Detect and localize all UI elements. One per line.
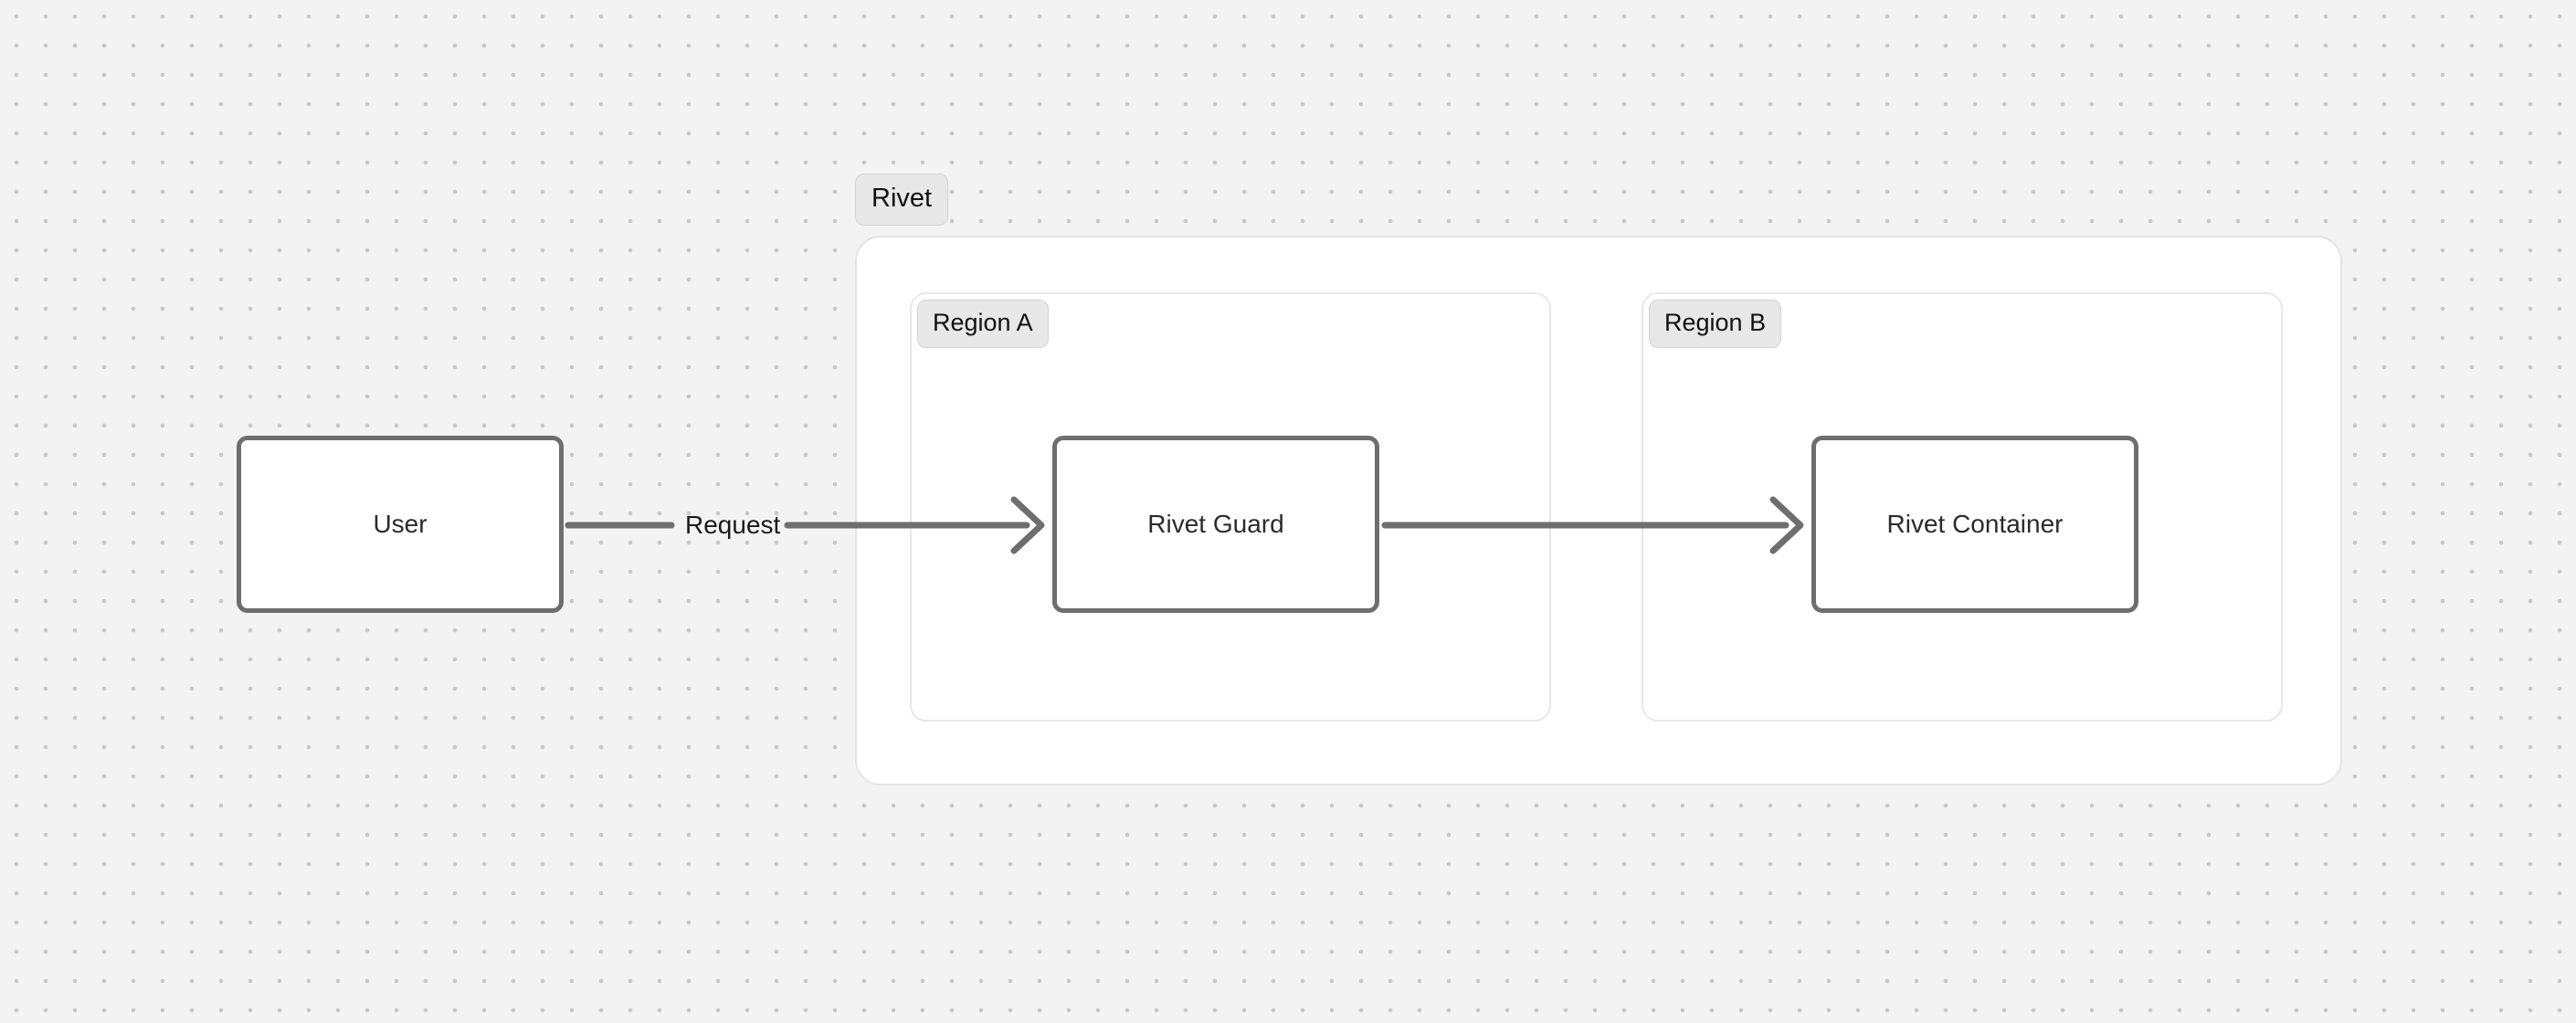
node-label-rivet-container: Rivet Container xyxy=(1886,510,2064,538)
node-rivet-guard[interactable]: Rivet Guard xyxy=(1052,436,1379,613)
node-label-user: User xyxy=(373,510,428,538)
group-label-region-b[interactable]: Region B xyxy=(1649,300,1782,348)
group-label-region-a[interactable]: Region A xyxy=(917,300,1049,348)
group-label-rivet[interactable]: Rivet xyxy=(855,174,949,226)
node-rivet-container[interactable]: Rivet Container xyxy=(1811,436,2138,613)
edge-label-request[interactable]: Request xyxy=(685,511,781,539)
node-user[interactable]: User xyxy=(237,436,564,613)
node-label-rivet-guard: Rivet Guard xyxy=(1147,510,1284,538)
